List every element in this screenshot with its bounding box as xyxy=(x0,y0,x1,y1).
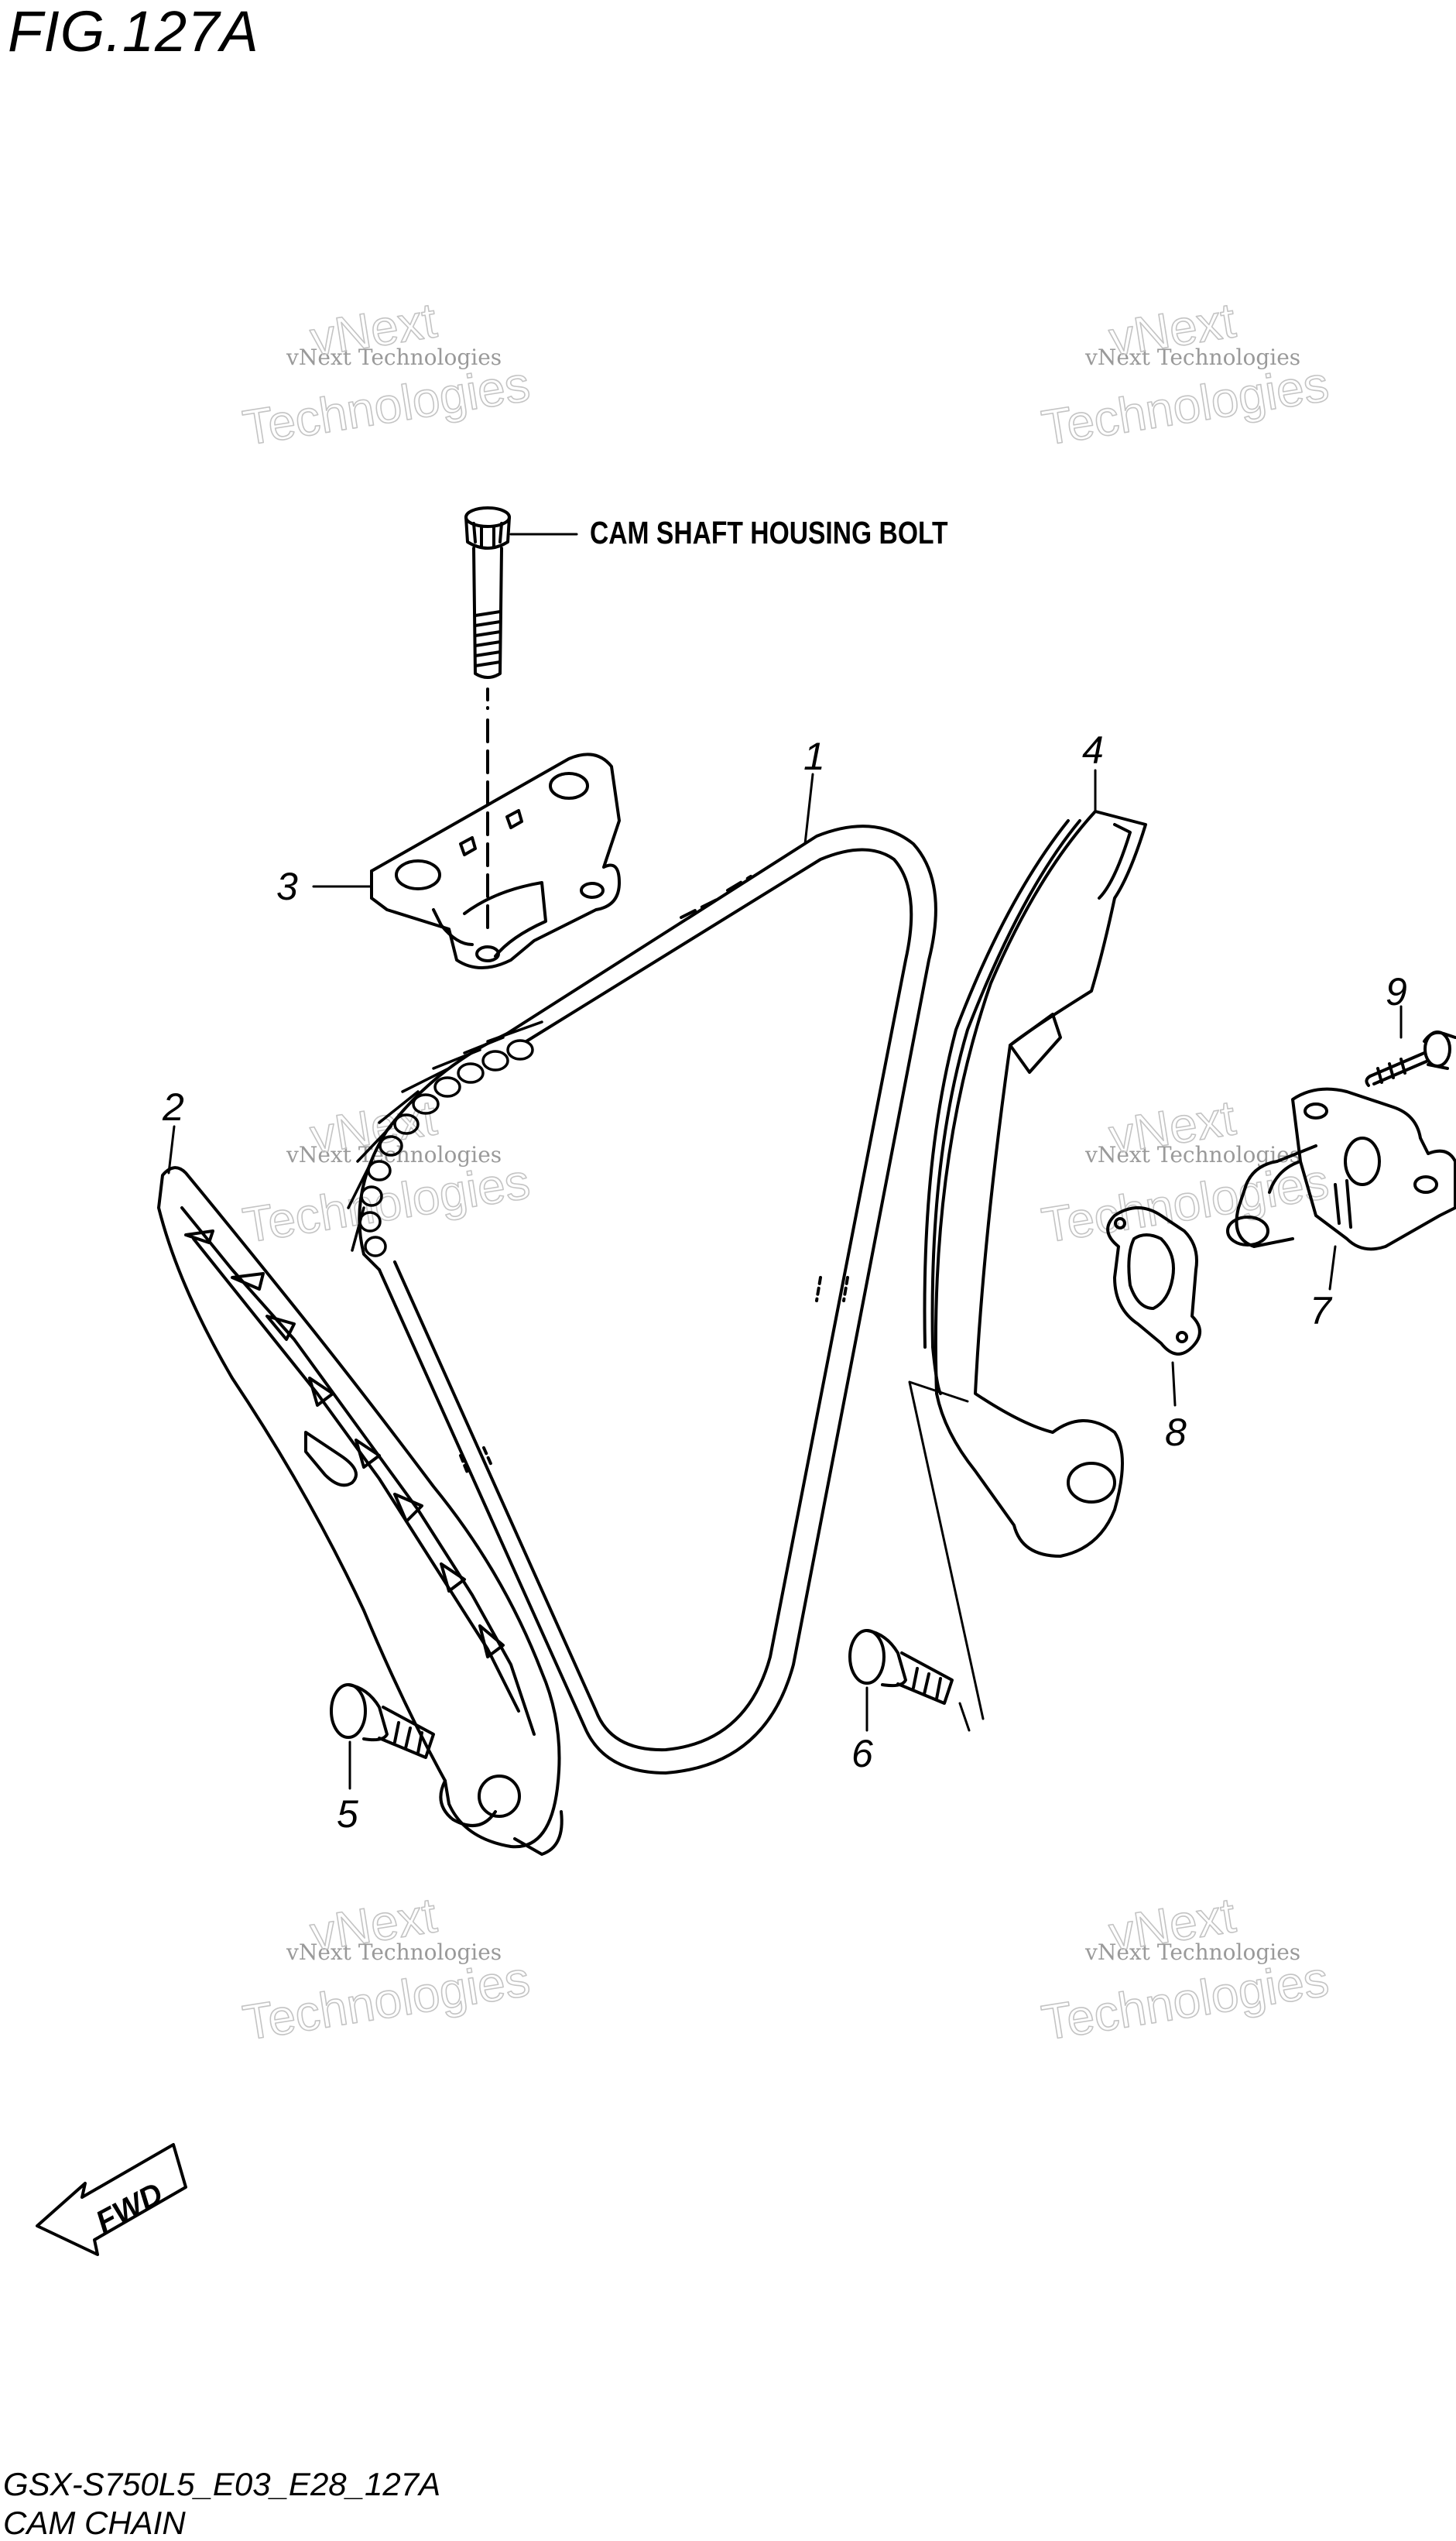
part-5-bolt xyxy=(330,1683,435,1759)
part-3-bracket xyxy=(370,753,621,969)
figure-name: CAM CHAIN xyxy=(3,2505,186,2541)
callout-2-leader xyxy=(167,1125,176,1174)
watermark-logo-text: vNext xyxy=(1105,1089,1239,1164)
part-9-bolt xyxy=(1365,1030,1456,1087)
callout-9: 9 xyxy=(1386,970,1407,1013)
callout-7: 7 xyxy=(1310,1289,1331,1332)
callout-4: 4 xyxy=(1082,729,1104,772)
fwd-arrow-icon: FWD xyxy=(36,2143,187,2256)
watermark-outline-text: Technologies xyxy=(239,1153,533,1253)
watermark-logo-text: vNext xyxy=(307,1887,440,1962)
part-7-tensioner xyxy=(1226,1087,1456,1251)
callout-7-leader xyxy=(1328,1245,1337,1291)
watermark-outline-text: Technologies xyxy=(1038,355,1332,456)
callout-2: 2 xyxy=(163,1085,184,1129)
callout-3: 3 xyxy=(276,865,298,908)
watermark-logo-text: vNext xyxy=(307,292,440,367)
callout-6: 6 xyxy=(851,1732,873,1775)
part-6-bolt xyxy=(848,1380,985,1732)
callout-1-leader xyxy=(803,773,814,845)
watermark-logo-text: vNext xyxy=(1105,292,1239,367)
callout-5: 5 xyxy=(337,1792,358,1836)
chain-links xyxy=(347,1020,543,1257)
watermark-outline-group: Technologies Technologies Technologies T… xyxy=(238,291,1333,2051)
part-1-cam-chain xyxy=(347,825,937,1775)
callout-8-leader xyxy=(1171,1361,1177,1407)
cam-shaft-housing-bolt-label: CAM SHAFT HOUSING BOLT xyxy=(590,515,948,550)
watermark-outline-text: Technologies xyxy=(239,1950,533,2051)
part-8-gasket xyxy=(1106,1206,1201,1356)
watermark-outline-text: Technologies xyxy=(239,355,533,456)
figure-code: GSX-S750L5_E03_E28_127A xyxy=(3,2466,441,2502)
part-2-chain-guide xyxy=(157,1166,564,1856)
callout-1: 1 xyxy=(803,735,825,778)
cam-shaft-housing-bolt xyxy=(464,506,511,931)
watermark-logo-text: vNext xyxy=(1105,1887,1239,1962)
callout-8: 8 xyxy=(1165,1411,1187,1454)
part-4-tensioner-guide xyxy=(923,810,1147,1558)
figure-title: FIG.127A xyxy=(8,0,259,63)
watermark-outline-text: Technologies xyxy=(1038,1950,1332,2051)
